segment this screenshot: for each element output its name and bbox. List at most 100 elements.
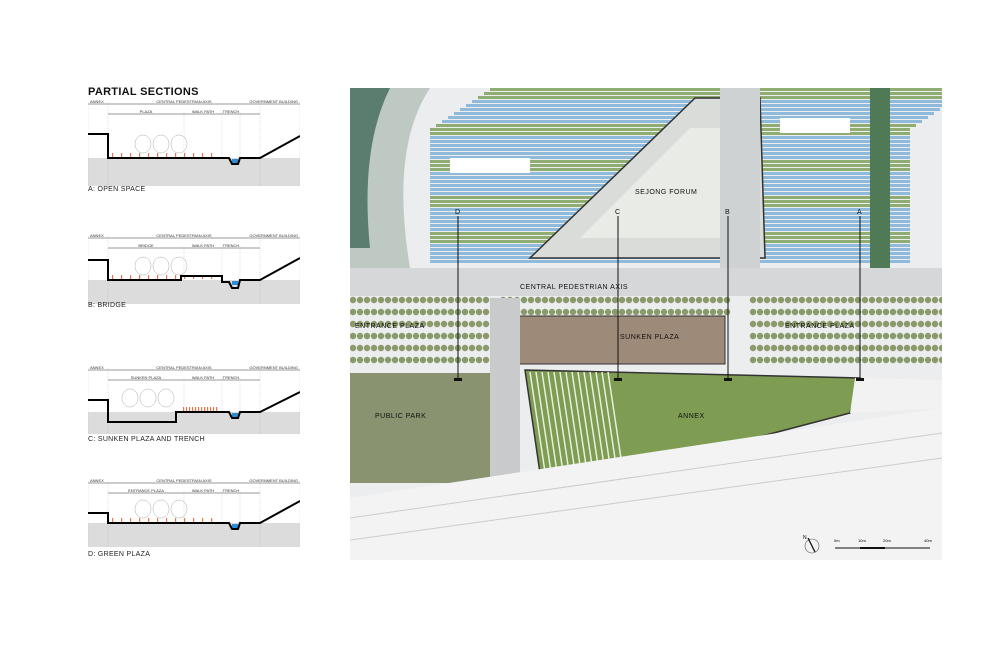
tree-icon	[391, 344, 399, 352]
tree-icon	[798, 320, 806, 328]
section-d-label: D: GREEN PLAZA	[88, 551, 151, 558]
tree-icon	[763, 332, 771, 340]
section-profile	[88, 500, 300, 530]
tree-icon	[350, 356, 357, 364]
tree-icon	[716, 296, 724, 304]
tree-icon	[819, 308, 827, 316]
tree-icon	[468, 308, 476, 316]
person-icon	[186, 407, 188, 411]
tree-icon	[152, 256, 170, 276]
section-sub-label: WALK PATH	[192, 488, 214, 493]
tree-icon	[910, 320, 918, 328]
tree-icon	[889, 332, 897, 340]
tree-icon	[482, 320, 490, 328]
section-profile	[88, 391, 300, 423]
tree-icon	[749, 344, 757, 352]
tree-icon	[398, 320, 406, 328]
person-icon	[211, 153, 213, 157]
section-sub-label: BRIDGE	[138, 243, 154, 248]
tree-icon	[419, 320, 427, 328]
tree-icon	[398, 344, 406, 352]
tree-icon	[419, 356, 427, 364]
tree-icon	[653, 308, 661, 316]
person-icon	[112, 275, 114, 279]
tree-icon	[447, 356, 455, 364]
tree-icon	[917, 344, 925, 352]
tree-icon	[903, 332, 911, 340]
tree-icon	[826, 308, 834, 316]
tree-icon	[819, 320, 827, 328]
tree-icon	[847, 344, 855, 352]
tree-icon	[475, 344, 483, 352]
tree-icon	[847, 356, 855, 364]
section-top-label: GOVERNMENT BUILDING	[249, 100, 298, 104]
person-icon	[166, 518, 168, 522]
tree-icon	[840, 308, 848, 316]
tree-icon	[882, 332, 890, 340]
tree-icon	[688, 296, 696, 304]
person-icon	[184, 153, 186, 157]
tree-icon	[910, 332, 918, 340]
tree-icon	[875, 356, 883, 364]
tree-icon	[868, 344, 876, 352]
tree-icon	[931, 320, 939, 328]
tree-icon	[924, 320, 932, 328]
scale-20: 20m	[883, 538, 891, 543]
tree-icon	[426, 320, 434, 328]
tree-icon	[611, 296, 619, 304]
tree-icon	[363, 344, 371, 352]
tree-icon	[139, 388, 157, 408]
tree-icon	[847, 320, 855, 328]
tree-icon	[770, 332, 778, 340]
tree-icon	[910, 344, 918, 352]
person-icon	[193, 518, 195, 522]
tree-icon	[791, 296, 799, 304]
person-icon	[139, 153, 141, 157]
tree-icon	[632, 296, 640, 304]
tree-icon	[826, 344, 834, 352]
section-profile	[88, 133, 300, 165]
tree-icon	[482, 356, 490, 364]
section-marker-label: C	[615, 209, 620, 216]
tree-icon	[384, 308, 392, 316]
tree-icon	[576, 308, 584, 316]
tree-icon	[770, 356, 778, 364]
tree-icon	[791, 320, 799, 328]
tree-icon	[777, 332, 785, 340]
tree-icon	[356, 332, 364, 340]
tree-icon	[819, 296, 827, 304]
tree-icon	[819, 356, 827, 364]
tree-icon	[861, 332, 869, 340]
tree-icon	[756, 308, 764, 316]
tree-icon	[882, 296, 890, 304]
tree-icon	[534, 296, 542, 304]
tree-icon	[398, 332, 406, 340]
tree-icon	[791, 308, 799, 316]
tree-icon	[426, 332, 434, 340]
tree-icon	[412, 356, 420, 364]
tree-icon	[840, 332, 848, 340]
tree-icon	[833, 296, 841, 304]
tree-icon	[419, 308, 427, 316]
tree-icon	[805, 356, 813, 364]
tree-icon	[681, 308, 689, 316]
tree-icon	[660, 296, 668, 304]
tree-icon	[426, 296, 434, 304]
tree-icon	[805, 308, 813, 316]
tree-icon	[639, 296, 647, 304]
tree-icon	[475, 308, 483, 316]
ground	[88, 523, 300, 547]
person-icon	[157, 153, 159, 157]
person-icon	[184, 518, 186, 522]
section-top-label: ANNEX	[90, 479, 104, 483]
tree-icon	[812, 320, 820, 328]
tree-icon	[868, 356, 876, 364]
tree-icon	[405, 332, 413, 340]
person-icon	[121, 518, 123, 522]
person-icon	[195, 407, 197, 411]
label-entrance-plaza-west: ENTRANCE PLAZA	[355, 323, 425, 330]
tree-icon	[440, 308, 448, 316]
tree-icon	[784, 296, 792, 304]
tree-icon	[384, 344, 392, 352]
